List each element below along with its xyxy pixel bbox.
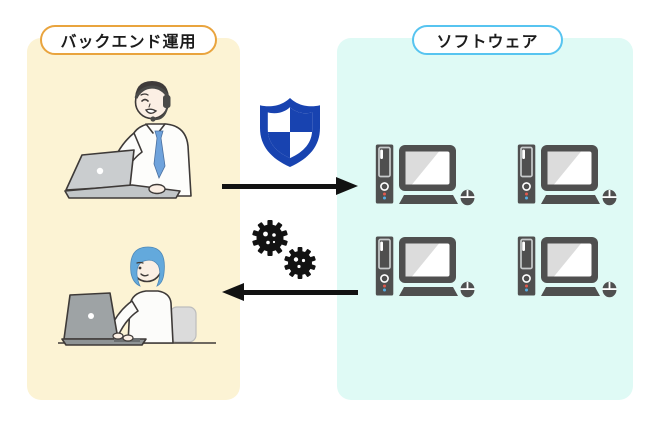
man-with-headset-illustration	[64, 81, 192, 199]
hand	[112, 332, 124, 340]
headset-earpiece	[163, 95, 171, 108]
software-panel-label-text: ソフトウェア	[436, 34, 539, 51]
gear-large	[252, 220, 288, 256]
headset-band	[134, 85, 170, 99]
gears-icon	[252, 220, 316, 279]
computers-grid	[375, 143, 621, 298]
backend-panel-label: バックエンド運用	[40, 25, 217, 55]
backend-panel-label-text: バックエンド運用	[60, 34, 197, 51]
laptop-logo-dot	[96, 167, 104, 175]
arrow-right-shaft	[222, 184, 338, 189]
arrow-left-shaft	[242, 290, 358, 295]
woman-at-laptop-illustration	[58, 246, 216, 346]
headset-mic-boom	[153, 107, 168, 121]
laptop-logo-dot	[88, 313, 94, 319]
arrow-left	[222, 283, 358, 302]
software-panel	[337, 38, 633, 400]
desktop-computer-icon	[375, 143, 479, 206]
arrow-right-head	[336, 177, 358, 195]
chair	[169, 306, 197, 343]
hand	[148, 183, 166, 195]
hair	[130, 246, 165, 287]
desktop-computer-icon	[375, 235, 479, 298]
desktop-computer-icon	[517, 143, 621, 206]
headset-mic	[150, 116, 156, 122]
hair	[134, 81, 170, 102]
software-panel-label: ソフトウェア	[412, 25, 563, 55]
arrow-left-head	[222, 283, 244, 301]
hand	[122, 334, 134, 342]
arrow-right	[222, 177, 358, 196]
desktop-computer-icon	[517, 235, 621, 298]
mouth	[144, 108, 158, 114]
gear-small	[284, 247, 316, 279]
shield-check-icon	[260, 98, 320, 167]
